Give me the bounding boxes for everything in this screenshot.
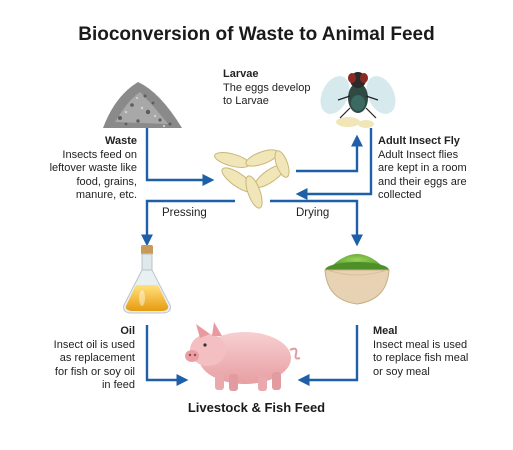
larvae-text-1: The eggs develop [223,81,311,94]
livestock-heading: Livestock & Fish Feed [187,400,326,415]
arrow-fly-to-larvae [295,128,373,200]
larvae-label: Larvae The eggs develop to Larvae [223,68,333,109]
oil-label: Oil Insect oil is used as replacement fo… [30,325,135,393]
fly-icon [320,72,396,128]
waste-text-1: Insects feed on [62,148,137,161]
arrow-meal-to-livestock [297,325,359,386]
arrow-larvae-to-meal [270,199,363,247]
oil-flask-icon [123,245,171,314]
larvae-icon [214,149,290,209]
waste-text-3: food, grains, [76,175,137,188]
meal-label: Meal Insect meal is used to replace fish… [373,325,498,379]
adult-fly-text-2: are kept in a room [378,162,467,174]
adult-fly-text-4: collected [378,189,422,201]
arrow-larvae-to-oil [141,199,235,247]
meal-text-3: or soy meal [373,365,430,378]
oil-text-2: as replacement [59,352,135,364]
waste-text-4: manure, etc. [75,189,137,201]
flow-arrows [141,128,373,386]
adult-fly-text-3: and their eggs are [378,175,467,188]
waste-label: Waste Insects feed on leftover waste lik… [40,135,137,203]
step-pressing: Pressing [162,207,207,219]
oil-text-3: for fish or soy oil [54,365,135,378]
diagram-title: Bioconversion of Waste to Animal Feed [78,24,435,45]
meal-text-1: Insect meal is used [373,338,468,351]
larvae-heading: Larvae [223,68,259,80]
oil-text-1: Insect oil is used [53,338,135,351]
oil-text-4: in feed [101,379,135,391]
waste-text-2: leftover waste like [49,162,137,174]
arrow-oil-to-livestock [145,325,189,386]
waste-heading: Waste [105,135,137,147]
oil-heading: Oil [120,325,135,337]
meal-bowl-icon [324,254,390,305]
adult-fly-label: Adult Insect Fly Adult Insect flies are … [378,135,498,203]
adult-fly-heading: Adult Insect Fly [378,135,460,147]
waste-pile-icon [103,82,182,128]
arrow-larvae-to-fly [296,134,363,173]
meal-heading: Meal [373,325,398,337]
arrow-waste-to-larvae [145,128,215,186]
adult-fly-text-1: Adult Insect flies [378,148,459,161]
meal-text-2: to replace fish meal [373,352,469,364]
larvae-text-2: to Larvae [223,95,269,107]
step-drying: Drying [296,207,330,219]
pig-icon [185,322,301,391]
